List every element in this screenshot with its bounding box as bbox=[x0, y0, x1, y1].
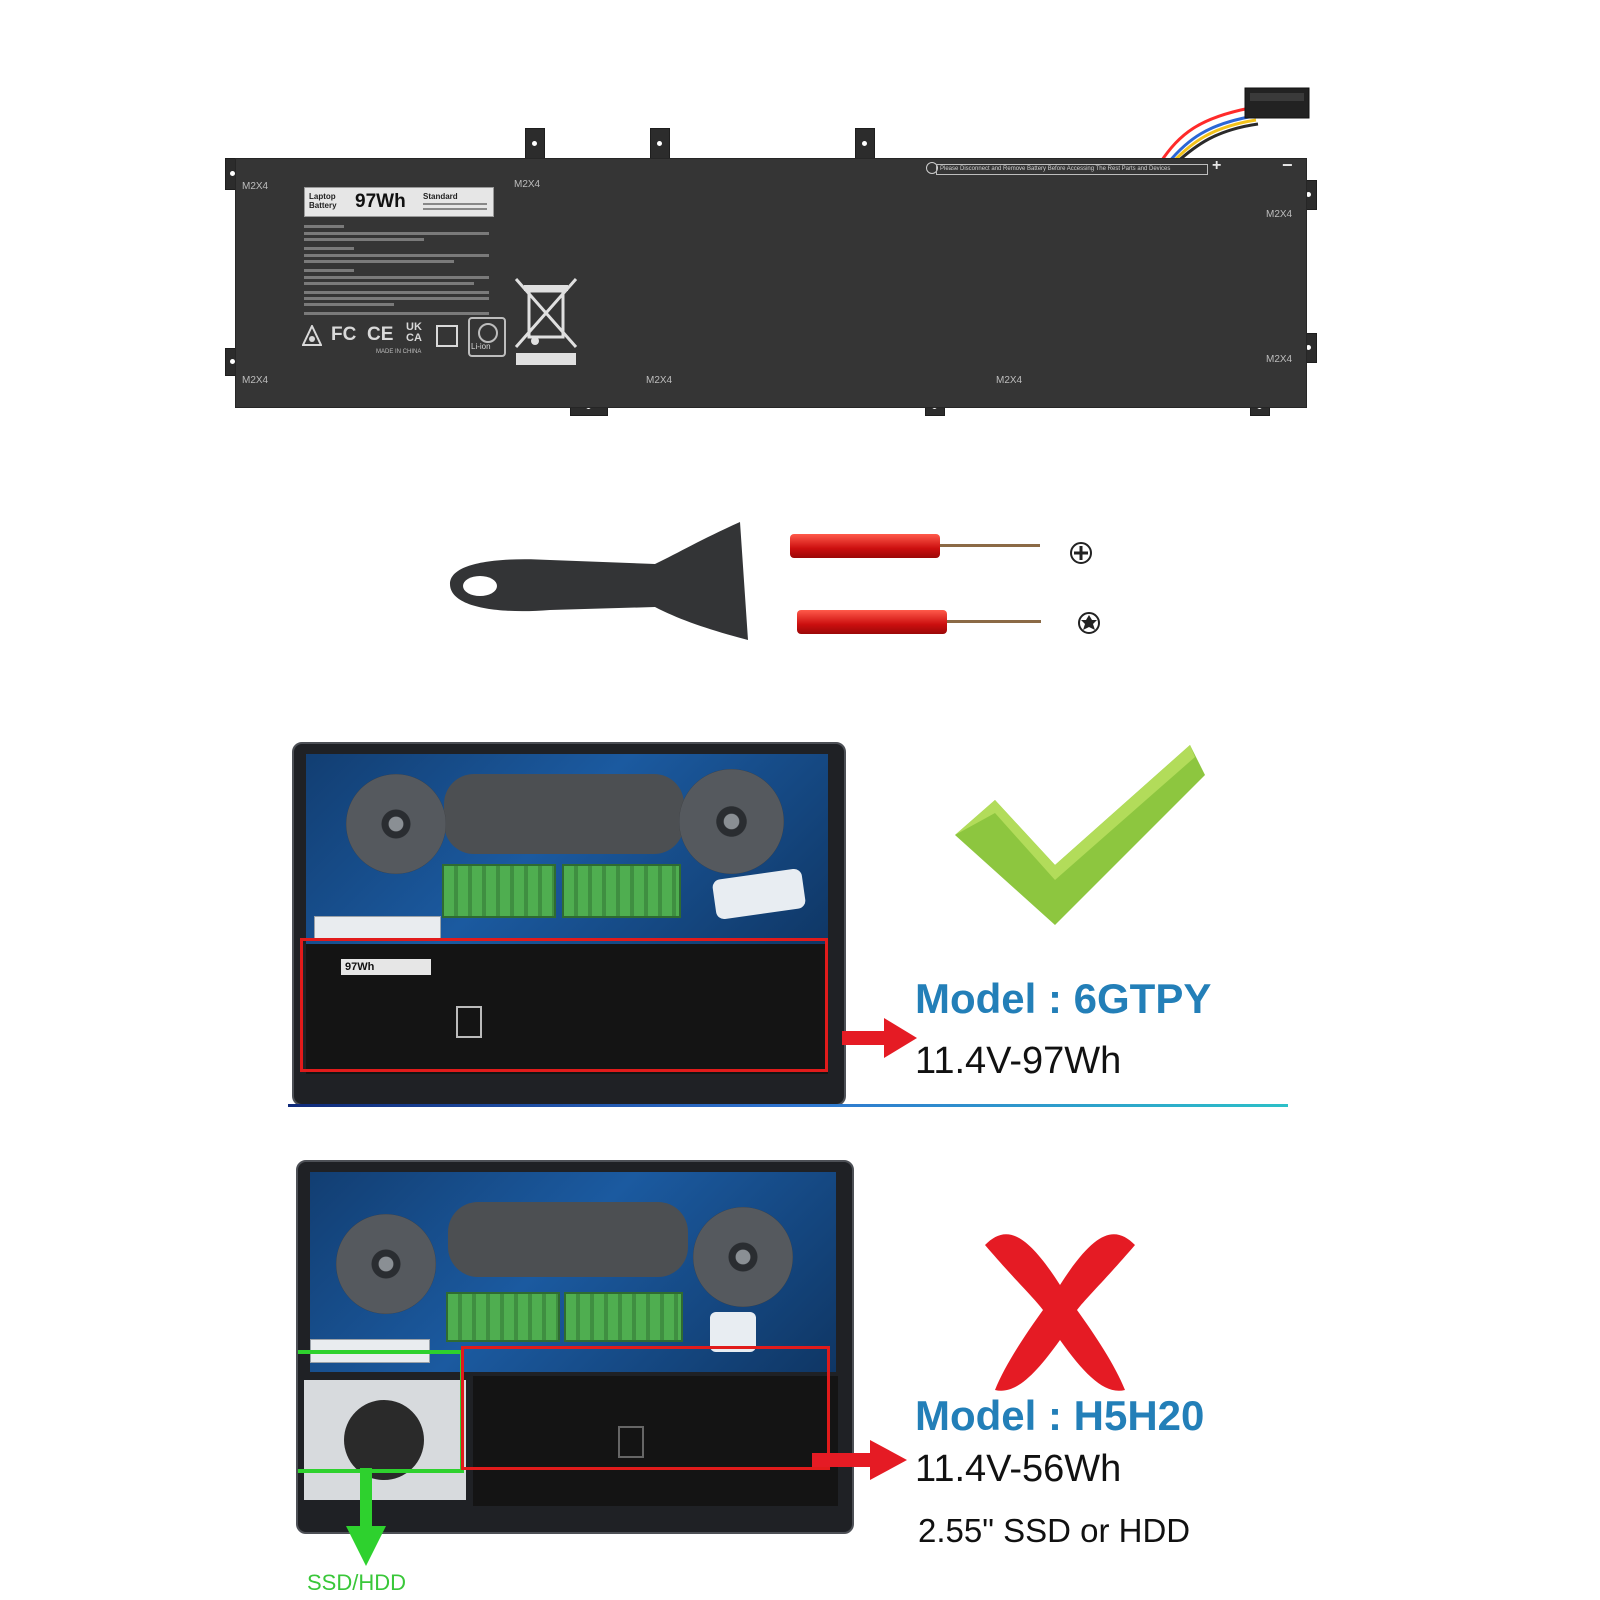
m2-ssd bbox=[314, 916, 441, 940]
cert-box-icon bbox=[436, 325, 458, 347]
hdd-platter bbox=[344, 1400, 424, 1480]
battery-casing: Laptop Battery 97Wh Standard bbox=[235, 155, 1307, 408]
minus-sign: − bbox=[1282, 155, 1293, 175]
battery-connector-cable bbox=[1158, 87, 1310, 165]
arrow-right-icon bbox=[812, 1440, 907, 1480]
screw-label: M2X4 bbox=[1266, 209, 1293, 220]
heatpipe bbox=[448, 1202, 688, 1277]
recycle-icon: Li-ion bbox=[468, 317, 506, 357]
mount-tab bbox=[855, 128, 875, 160]
weee-bin-icon bbox=[618, 1426, 644, 1458]
battery-installed-capacity: 97Wh bbox=[345, 961, 375, 973]
check-icon bbox=[955, 745, 1205, 925]
hazard-icon bbox=[301, 323, 323, 352]
screw-label: M2X4 bbox=[242, 181, 269, 192]
compatible-model: Model : 6GTPY bbox=[915, 975, 1212, 1022]
ce-mark: CE bbox=[367, 324, 394, 345]
fc-mark: FC bbox=[331, 324, 357, 345]
mount-tab bbox=[650, 128, 670, 160]
cross-icon bbox=[985, 1234, 1135, 1391]
pry-tool-icon bbox=[450, 522, 748, 640]
battery-label-line1: Laptop bbox=[309, 192, 336, 201]
battery-product-image: Laptop Battery 97Wh Standard bbox=[225, 87, 1317, 416]
ssd-hdd-highlight-box bbox=[298, 1350, 464, 1473]
warning-strip-text: Please Disconnect and Remove Battery Bef… bbox=[940, 166, 1171, 172]
ssd-hdd-label: SSD/HDD bbox=[307, 1570, 407, 1595]
section-divider bbox=[288, 1104, 1288, 1107]
battery-installed: 97Wh bbox=[306, 944, 828, 1074]
bracket bbox=[710, 1312, 756, 1352]
screw-label: M2X4 bbox=[1266, 354, 1293, 365]
fan-icon bbox=[693, 1207, 793, 1307]
ram-module bbox=[564, 1292, 683, 1342]
screw-label: M2X4 bbox=[996, 375, 1023, 386]
laptop-interior-compatible: 97Wh bbox=[292, 742, 846, 1106]
warning-strip: Please Disconnect and Remove Battery Bef… bbox=[936, 164, 1208, 175]
battery-installed-label: 97Wh bbox=[341, 959, 431, 975]
ukca-mark: UK CA bbox=[406, 321, 422, 344]
battery-highlight-box bbox=[461, 1346, 830, 1470]
battery-fine-print bbox=[304, 225, 494, 315]
battery-highlight-box bbox=[300, 938, 828, 1072]
battery-label: Laptop Battery 97Wh Standard bbox=[304, 187, 494, 217]
screw-label: M2X4 bbox=[514, 179, 541, 190]
torx-icon bbox=[1078, 612, 1100, 634]
screw-label: M2X4 bbox=[646, 375, 673, 386]
incompatible-spec: 11.4V-56Wh bbox=[915, 1448, 1122, 1490]
arrow-right-icon bbox=[842, 1018, 917, 1058]
phillips-screwdriver bbox=[790, 534, 1040, 558]
ram-module bbox=[446, 1292, 560, 1342]
screw-label: M2X4 bbox=[242, 375, 269, 386]
battery-label-line2: Battery bbox=[309, 201, 337, 210]
info-icon bbox=[926, 162, 938, 174]
arrow-down-icon bbox=[346, 1468, 386, 1566]
heatpipe bbox=[444, 774, 684, 854]
made-in-label: MADE IN CHINA bbox=[376, 349, 422, 355]
weee-bin-icon bbox=[514, 278, 578, 365]
weee-bin-icon bbox=[456, 1006, 482, 1038]
incompatible-model: Model : H5H20 bbox=[915, 1392, 1205, 1439]
mount-tab bbox=[525, 128, 545, 160]
phillips-icon bbox=[1070, 542, 1092, 564]
fan-icon bbox=[679, 769, 784, 874]
battery-installed-small bbox=[473, 1376, 838, 1506]
plus-sign: + bbox=[1212, 157, 1222, 174]
incompatible-note: 2.55" SSD or HDD bbox=[918, 1512, 1191, 1549]
battery-label-side-title: Standard bbox=[423, 192, 458, 201]
fan-icon bbox=[336, 1214, 436, 1314]
liion-mark: Li-ion bbox=[471, 342, 491, 351]
hdd-bay bbox=[304, 1380, 466, 1500]
laptop-interior-incompatible bbox=[296, 1160, 854, 1534]
fan-icon bbox=[346, 774, 446, 874]
torx-screwdriver bbox=[797, 610, 1047, 634]
ram-module bbox=[562, 864, 681, 918]
battery-capacity-label: 97Wh bbox=[355, 191, 406, 212]
compatible-spec: 11.4V-97Wh bbox=[915, 1040, 1122, 1082]
ram-module bbox=[442, 864, 556, 918]
